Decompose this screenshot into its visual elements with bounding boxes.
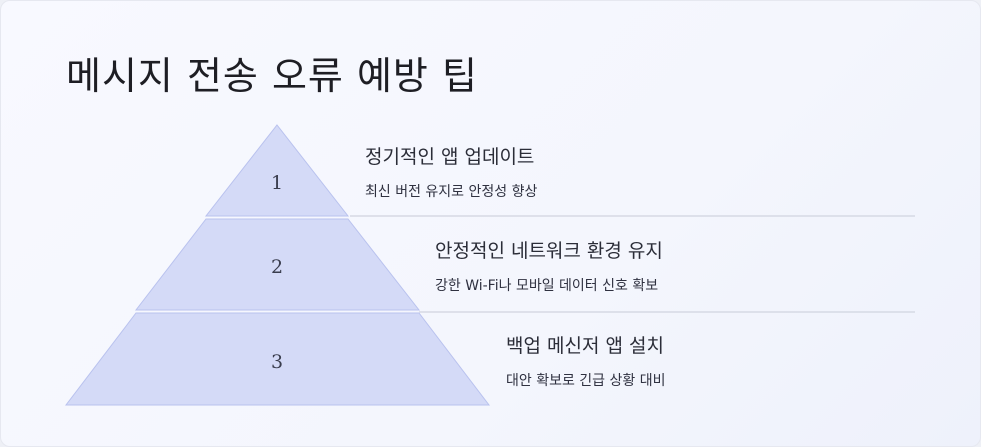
tier-number-1: 1	[271, 172, 283, 194]
tier-number-2: 2	[271, 256, 283, 278]
pyramid-tier-3	[64, 312, 491, 406]
pyramid-tier-1	[204, 124, 350, 217]
tier-heading-2: 안정적인 네트워크 환경 유지	[435, 240, 663, 262]
tier-description-3: 대안 확보로 긴급 상황 대비	[506, 373, 666, 389]
tier-description-1: 최신 버전 유지로 안정성 향상	[365, 184, 538, 200]
tier-label-2: 안정적인 네트워크 환경 유지 강한 Wi-Fi나 모바일 데이터 신호 확보	[435, 236, 663, 295]
page-title: 메시지 전송 오류 예방 팁	[66, 54, 478, 98]
pyramid-tier-2	[134, 218, 421, 311]
tier-description-2: 강한 Wi-Fi나 모바일 데이터 신호 확보	[435, 278, 659, 294]
tier-number-3: 3	[271, 351, 283, 373]
tier-heading-3: 백업 메신저 앱 설치	[506, 335, 664, 357]
tier-label-1: 정기적인 앱 업데이트 최신 버전 유지로 안정성 향상	[365, 142, 537, 201]
tier-label-3: 백업 메신저 앱 설치 대안 확보로 긴급 상황 대비	[506, 331, 665, 390]
tier-heading-1: 정기적인 앱 업데이트	[365, 146, 535, 168]
